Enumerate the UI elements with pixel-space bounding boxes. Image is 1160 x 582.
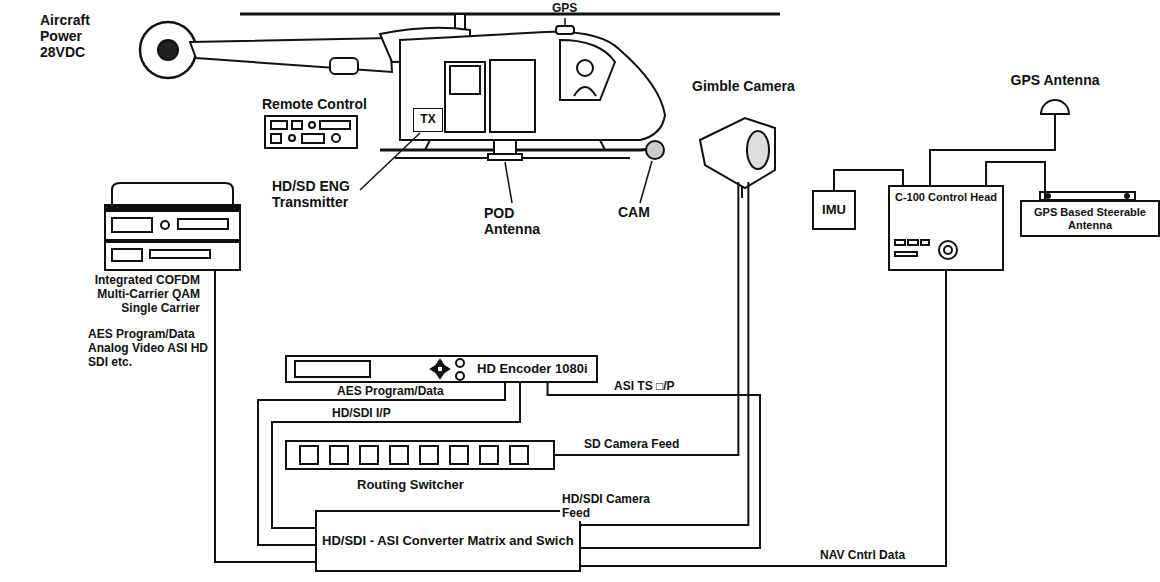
signal-label: SD Camera Feed xyxy=(582,438,681,452)
signal-label: ASI TS □/P xyxy=(612,380,677,394)
switcher-box-text: Routing Switcher xyxy=(357,478,497,493)
imu-box-text: IMU xyxy=(822,203,846,218)
steerable-antenna-text: GPS Based Steerable Antenna xyxy=(1027,206,1153,231)
gps-label: GPS xyxy=(552,2,577,16)
remote-control: Remote Control xyxy=(262,96,372,134)
encoder-box: HD Encoder 1080i xyxy=(285,355,598,383)
converter-box-text: HD/SDI - ASI Converter Matrix and Swich xyxy=(322,534,574,549)
power-note: Aircraft Power 28VDC xyxy=(40,12,120,60)
control-head: C-100 Control Head xyxy=(888,185,1004,271)
converter-box: HD/SDI - ASI Converter Matrix and Swich xyxy=(315,510,581,572)
transmitter-rack-text: Integrated COFDM Multi-Carrier QAM Singl… xyxy=(75,274,200,315)
remote-control-panel xyxy=(265,116,357,148)
gimbal-camera-text: Gimble Camera xyxy=(692,78,795,94)
transmitter-label: HD/SD ENG Transmitter xyxy=(272,178,397,210)
transmitter-rack: Integrated COFDM Multi-Carrier QAM Singl… xyxy=(105,183,240,271)
control-head-text: C-100 Control Head xyxy=(895,191,997,204)
steerable-antenna: GPS Based Steerable Antenna xyxy=(1020,200,1160,237)
tx-box-text: TX xyxy=(420,113,435,127)
signal-label: HD/SDI I/P xyxy=(330,407,393,421)
gps-dome xyxy=(1041,100,1069,118)
cam-label: CAM xyxy=(618,204,650,220)
pod-label: POD Antenna xyxy=(484,205,554,237)
remote-control-text: Remote Control xyxy=(262,96,372,112)
signal-wire xyxy=(555,182,738,455)
signal-wire xyxy=(581,182,749,525)
gps-antenna: GPS Antenna xyxy=(1010,72,1100,118)
signal-wire xyxy=(581,271,946,566)
encoder-box-text: HD Encoder 1080i xyxy=(477,362,588,377)
signal-wire xyxy=(930,118,1055,185)
antenna-mount-plate xyxy=(1040,192,1135,200)
signal-wire xyxy=(272,383,520,528)
transmitter-rack xyxy=(105,183,240,270)
signal-label: AES Program/Data xyxy=(335,385,446,399)
gps-antenna-text: GPS Antenna xyxy=(1010,72,1100,88)
encoder-front-panel xyxy=(295,359,464,380)
helicopter xyxy=(140,14,780,160)
gimbal-camera: Gimble Camera xyxy=(692,78,795,182)
signal-label: AES Program/Data Analog Video ASI HD SDI… xyxy=(86,328,210,369)
signal-wire xyxy=(834,170,903,190)
leader-lines xyxy=(360,18,652,203)
signal-wire xyxy=(258,383,505,545)
tx-box: TX xyxy=(413,108,443,132)
control-head-controls xyxy=(895,240,957,259)
signal-label: HD/SDI Camera Feed xyxy=(560,493,654,521)
imu-box: IMU xyxy=(812,190,856,230)
switcher-box: Routing Switcher xyxy=(285,440,555,470)
signal-wire xyxy=(215,271,315,562)
switcher-ports xyxy=(300,446,528,464)
signal-label: NAV Cntrl Data xyxy=(818,549,907,563)
